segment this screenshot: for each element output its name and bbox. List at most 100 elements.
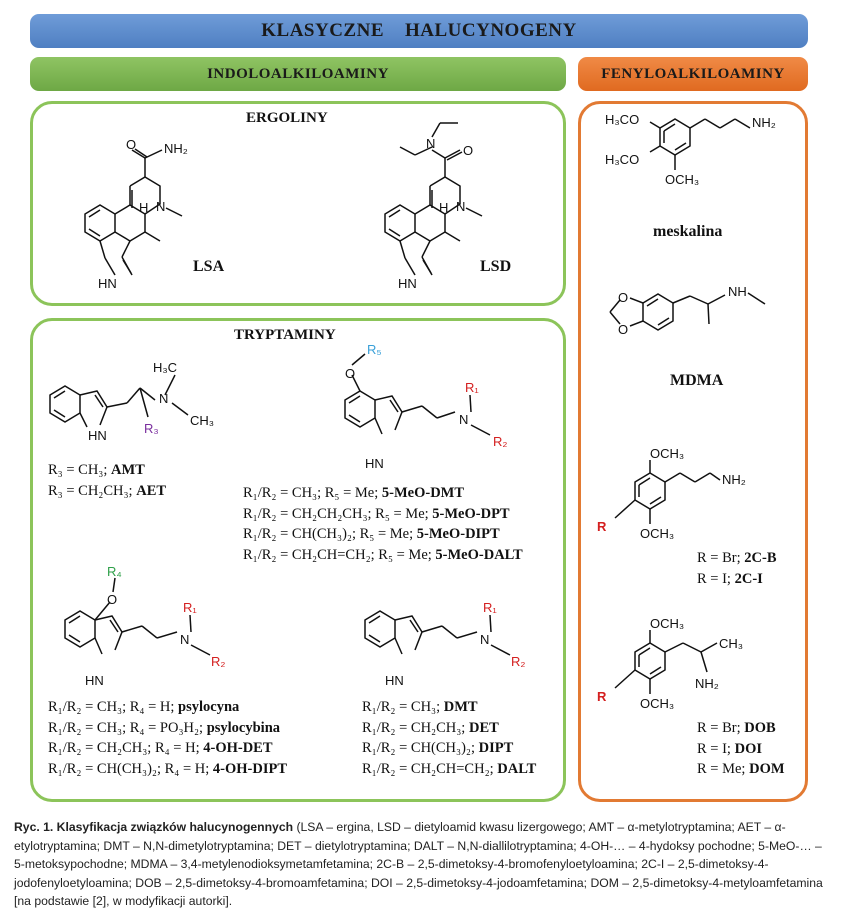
lsa-name: LSA (193, 258, 225, 275)
twoc-structure: OCH₃ OCH₃ NH₂ R (597, 446, 746, 541)
psilo-line-0: R₁/R₂ = CH₃; R₄ = H; psylocyna (48, 699, 240, 715)
meo-hn-label: HN (365, 456, 384, 471)
meo-r1-label: R₁ (465, 380, 479, 395)
dob-caption: R = Br; DOB R = I; DOI R = Me; DOM (697, 718, 785, 780)
amt-r3-label: R₃ (144, 421, 159, 436)
psilo-hn-label: HN (85, 673, 104, 688)
figure-caption-bold: Ryc. 1. Klasyfikacja związków halucynoge… (14, 820, 294, 834)
dmt-r2-label: R₂ (511, 654, 525, 669)
meo-line-0: R₁/R₂ = CH₃; R₅ = Me; 5-MeO-DMT (243, 485, 465, 501)
mdma-name: MDMA (670, 372, 724, 389)
psilo-caption: R₁/R₂ = CH₃; R₄ = H; psylocyna R₁/R₂ = C… (48, 697, 287, 779)
lsa-o-label: O (126, 137, 136, 152)
phenyl-box (578, 101, 808, 802)
mdma-nh: NH (728, 284, 747, 299)
lsd-n-amide-label: N (426, 136, 435, 151)
twoc-line-1: R = I; 2C-I (697, 570, 763, 587)
dmt-hn-label: HN (385, 673, 404, 688)
amt-caption: R₃ = CH₃; AMT R₃ = CH₂CH₃; AET (48, 460, 166, 501)
meo-line-3: R₁/R₂ = CH₂CH=CH₂; R₅ = Me; 5-MeO-DALT (243, 546, 523, 563)
dmt-line-3: R₁/R₂ = CH₂CH=CH₂; DALT (362, 760, 537, 777)
psilo-line-2: R₁/R₂ = CH₂CH₃; R₄ = H; 4-OH-DET (48, 740, 273, 756)
psilo-r4-label: R₄ (107, 564, 122, 579)
lsa-n-label: N (156, 199, 165, 214)
indole-title: INDOLOALKILOAMINY (207, 65, 389, 82)
dob-line-0: R = Br; DOB (697, 720, 776, 736)
psilo-o-label: O (107, 592, 117, 607)
lsd-n-label: N (456, 199, 465, 214)
twoc-caption: R = Br; 2C-B R = I; 2C-I (697, 548, 777, 589)
amt-ch3-label: CH₃ (190, 413, 214, 428)
psilo-line-1: R₁/R₂ = CH₃; R₄ = PO₃H₂; psylocybina (48, 719, 281, 736)
twoc-och3-top: OCH₃ (650, 446, 684, 461)
twoc-line-0: R = Br; 2C-B (697, 550, 777, 566)
amt-structure: HN N H₃C CH₃ R₃ (49, 360, 214, 443)
twoc-r: R (597, 519, 607, 534)
indole-title-bar: INDOLOALKILOAMINY (30, 57, 566, 91)
psilo-n-label: N (180, 632, 189, 647)
lsd-hn-label: HN (398, 276, 417, 291)
mescaline-h3co-2: H₃CO (605, 152, 639, 167)
psilo-line-3: R₁/R₂ = CH(CH₃)₂; R₄ = H; 4-OH-DIPT (48, 760, 288, 777)
twoc-och3-bottom: OCH₃ (640, 526, 674, 541)
tryptamine-title: TRYPTAMINY (234, 327, 336, 343)
figure-caption: Ryc. 1. Klasyfikacja związków halucynoge… (14, 818, 828, 911)
lsa-hn-label: HN (98, 276, 117, 291)
twoc-nh2: NH₂ (722, 472, 746, 487)
lsa-h-label: H (139, 200, 148, 215)
meo-n-label: N (459, 412, 468, 427)
mdma-o-1: O (618, 290, 628, 305)
amt-h3c-label: H₃C (153, 360, 177, 375)
lsd-o-label: O (463, 143, 473, 158)
dmt-structure: HN N R₁ R₂ (364, 600, 525, 688)
main-title-bar: KLASYCZNE HALUCYNOGENY (30, 14, 808, 48)
dob-r: R (597, 689, 607, 704)
tryptamine-box (30, 318, 566, 802)
psilo-r2-label: R₂ (211, 654, 225, 669)
dob-ch3: CH₃ (719, 636, 743, 651)
ergoline-box (30, 101, 566, 306)
meo-structure: O R₅ HN N R₁ R₂ (344, 342, 507, 471)
dmt-line-2: R₁/R₂ = CH(CH₃)₂; DIPT (362, 740, 514, 756)
dmt-n-label: N (480, 632, 489, 647)
amt-n-label: N (159, 391, 168, 406)
dmt-r1-label: R₁ (483, 600, 497, 615)
dob-och3-bottom: OCH₃ (640, 696, 674, 711)
lsd-structure: N O N H HN (384, 122, 483, 291)
mescaline-h3co-1: H₃CO (605, 112, 639, 127)
meo-r2-label: R₂ (493, 434, 507, 449)
meo-r5-label: R₅ (367, 342, 382, 357)
dob-structure: OCH₃ OCH₃ CH₃ NH₂ R (597, 616, 743, 711)
main-title: KLASYCZNE HALUCYNOGENY (261, 20, 577, 41)
dmt-line-0: R₁/R₂ = CH₃; DMT (362, 699, 478, 715)
amt-line-0: R₃ = CH₃; AMT (48, 462, 145, 478)
psilo-r1-label: R₁ (183, 600, 197, 615)
lsd-h-label: H (439, 200, 448, 215)
mdma-structure: O O NH (609, 284, 766, 337)
amt-line-1: R₃ = CH₂CH₃; AET (48, 482, 167, 499)
mescaline-structure: H₃CO H₃CO OCH₃ NH₂ (605, 112, 776, 187)
ergoline-title: ERGOLINY (246, 110, 328, 126)
amt-hn-label: HN (88, 428, 107, 443)
psilo-structure: O R₄ HN N R₁ R₂ (64, 564, 225, 688)
lsa-structure: O NH₂ N H HN (84, 137, 188, 291)
phenyl-title: FENYLOALKILOAMINY (601, 65, 785, 82)
mescaline-name: meskalina (653, 223, 723, 240)
dmt-line-1: R₁/R₂ = CH₂CH₃; DET (362, 719, 499, 736)
meo-caption: R₁/R₂ = CH₃; R₅ = Me; 5-MeO-DMT R₁/R₂ = … (243, 483, 523, 565)
dob-nh2: NH₂ (695, 676, 719, 691)
mescaline-och3: OCH₃ (665, 172, 699, 187)
dob-line-1: R = I; DOI (697, 740, 762, 757)
mescaline-nh2: NH₂ (752, 115, 776, 130)
meo-o-label: O (345, 366, 355, 381)
lsd-name: LSD (480, 258, 512, 275)
phenyl-title-bar: FENYLOALKILOAMINY (578, 57, 808, 91)
dmt-caption: R₁/R₂ = CH₃; DMT R₁/R₂ = CH₂CH₃; DET R₁/… (362, 697, 536, 779)
mdma-o-2: O (618, 322, 628, 337)
figure-caption-text: (LSA – ergina, LSD – dietyloamid kwasu l… (14, 820, 823, 908)
meo-line-2: R₁/R₂ = CH(CH₃)₂; R₅ = Me; 5-MeO-DIPT (243, 526, 500, 542)
meo-line-1: R₁/R₂ = CH₂CH₂CH₃; R₅ = Me; 5-MeO-DPT (243, 505, 510, 522)
dob-och3-top: OCH₃ (650, 616, 684, 631)
lsa-nh2-label: NH₂ (164, 141, 188, 156)
dob-line-2: R = Me; DOM (697, 761, 785, 777)
